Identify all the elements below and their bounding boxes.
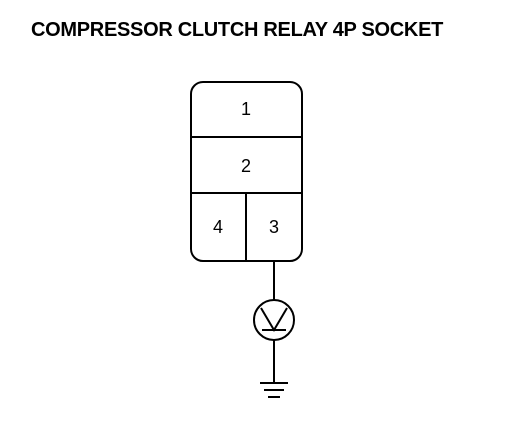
pin-4-label: 4: [213, 217, 223, 237]
pin-2-label: 2: [241, 156, 251, 176]
voltmeter-icon: [253, 299, 295, 341]
connector-socket: [190, 81, 303, 262]
diagram-title: COMPRESSOR CLUTCH RELAY 4P SOCKET: [31, 19, 444, 41]
pin-1-label: 1: [241, 99, 251, 119]
ground-icon: [260, 382, 288, 398]
pin-3-label: 3: [269, 217, 279, 237]
